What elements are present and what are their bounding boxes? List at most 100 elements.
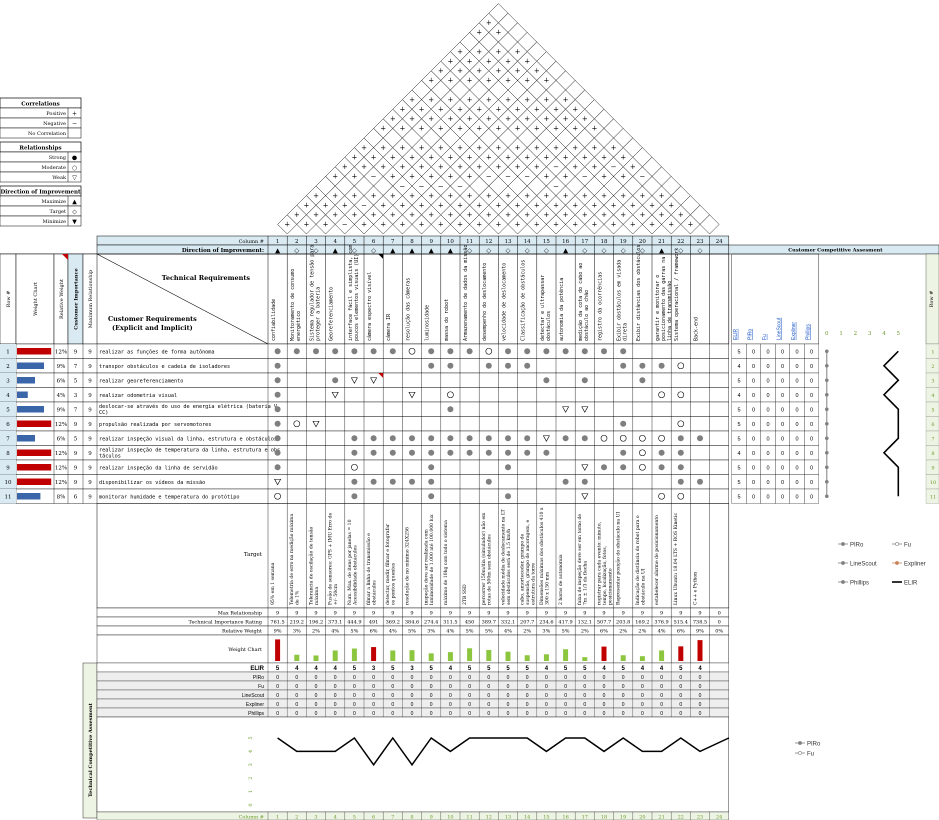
- relative-weight-value: 2%: [523, 629, 531, 635]
- roof-positive: +: [505, 154, 511, 162]
- tech-assessment-name: Phillips: [248, 711, 264, 717]
- comp-value: 5: [738, 495, 741, 501]
- tech-assessment-value: 0: [564, 693, 567, 699]
- comp-value: 0: [767, 437, 770, 443]
- relative-weight-value: 4%: [446, 629, 454, 635]
- strong-relationship: [428, 478, 435, 485]
- tech-assessment-value: 0: [603, 693, 606, 699]
- strong-relationship: [428, 449, 435, 456]
- max-relationship: 9: [88, 451, 92, 457]
- roof-positive: +: [476, 67, 482, 75]
- comp-value: 0: [810, 437, 813, 443]
- technical-importance-value: 450: [465, 620, 475, 626]
- roof-positive: +: [294, 211, 300, 219]
- comp-value: 0: [781, 379, 784, 385]
- relative-weight-value: 5%: [466, 629, 474, 635]
- roof-negative: −: [553, 182, 559, 190]
- roof-positive: +: [303, 202, 309, 210]
- roof-positive: +: [313, 211, 319, 219]
- comp-value: 0: [781, 364, 784, 370]
- tech-weight-bar: [486, 649, 492, 661]
- roof-positive: +: [486, 77, 492, 85]
- target-value: resolução de no mínimo 324X256: [403, 527, 410, 605]
- left-header-maximum_relationship: Maximum Relationship: [88, 270, 94, 329]
- row-number-cell: [0, 431, 16, 446]
- zero-assessment-point: [825, 465, 829, 470]
- tech-weight-bar: [371, 647, 377, 661]
- roof-positive: +: [639, 211, 645, 219]
- moderate-relationship: [274, 492, 281, 500]
- column-footer-row: [96, 811, 729, 820]
- right-row-number: 7: [931, 437, 934, 443]
- technical-requirements-title: Technical Requirements: [162, 274, 251, 282]
- roof-positive: +: [534, 163, 540, 171]
- weight-bar: [17, 391, 28, 398]
- direction-symbol: ◇: [352, 247, 357, 255]
- roof-positive: +: [582, 192, 588, 200]
- roof-positive: +: [380, 221, 386, 229]
- relative-weight: 12%: [55, 451, 67, 457]
- strong-relationship: [581, 435, 588, 442]
- max-relationship: 9: [88, 393, 92, 399]
- tech-requirement-label: Sistema operacional / framework: [674, 248, 680, 341]
- strong-relationship: [658, 464, 665, 471]
- weight-bar: [17, 362, 44, 369]
- target-value: luminosidade de 1.000 até 100.000 lux: [428, 514, 435, 605]
- roof-positive: +: [390, 173, 396, 181]
- strong-relationship: [620, 420, 627, 427]
- relative-weight: 6%: [57, 379, 66, 385]
- tech-requirement-label: Sistema regulador de tensão para: [309, 245, 315, 341]
- relative-weight-value: 6%: [600, 629, 608, 635]
- column-footer-number: 16: [562, 815, 568, 820]
- tech-weight-bar: [678, 646, 684, 661]
- customer-assessment-title: Customer Competitive Assesment: [788, 248, 883, 254]
- strong-relationship: [543, 377, 550, 384]
- direction-symbol: ◇: [602, 247, 607, 255]
- tech-assessment-value: 0: [430, 675, 433, 681]
- roof-positive: +: [534, 67, 540, 75]
- tech-assessment-value: 0: [353, 702, 356, 708]
- max-relationship-value: 9: [372, 611, 375, 617]
- roof-positive: +: [630, 221, 636, 229]
- technical-importance-value: 507.7: [597, 620, 611, 626]
- roof-positive: +: [534, 202, 540, 210]
- column-number: 12: [485, 239, 492, 245]
- tech-assessment-value: 0: [295, 684, 298, 690]
- target-value: +/- 50cm: [333, 583, 339, 605]
- tech-requirement-label: obstáculos: [545, 311, 552, 341]
- roof-negative: −: [342, 221, 348, 229]
- moderate-relationship: [639, 463, 646, 471]
- tech-assessment-value: 0: [353, 684, 356, 690]
- roof-positive: +: [409, 115, 415, 123]
- tech-assessment-value: 0: [315, 675, 318, 681]
- strong-relationship: [505, 435, 511, 442]
- correlations-legend-label: No Correlation: [28, 131, 67, 137]
- roof-positive: +: [457, 144, 463, 152]
- tech-assessment-value: 0: [583, 693, 586, 699]
- tech-requirement-label: posicionamento das garras na: [661, 257, 667, 341]
- tech-requirement-label: resolução das câmeras: [404, 278, 411, 341]
- comp-value: 0: [752, 379, 755, 385]
- right-row-number: 3: [931, 379, 934, 385]
- column-number: 8: [410, 239, 414, 245]
- roof-positive: +: [351, 211, 357, 219]
- relationships-legend-label: Strong: [49, 155, 67, 161]
- row-number-cell: [0, 474, 16, 489]
- strong-relationship: [428, 362, 435, 369]
- row-number: 4: [6, 393, 10, 399]
- roof-positive: +: [486, 115, 492, 123]
- roof-positive: +: [659, 192, 665, 200]
- tech-requirement-label: Georeferenciamento: [329, 287, 335, 341]
- moderate-relationship: [677, 492, 685, 500]
- roof-positive: +: [524, 154, 530, 162]
- column-number: 18: [601, 239, 608, 245]
- relative-weight-value: 6%: [370, 629, 378, 635]
- zero-assessment-point: [825, 363, 829, 368]
- max-relationship-value: 9: [564, 611, 567, 617]
- technical-importance-value: 234.6: [539, 620, 553, 626]
- roof-positive: +: [524, 192, 530, 200]
- tech-assessment-value: 0: [641, 684, 644, 690]
- zero-assessment-point: [825, 407, 829, 412]
- technical-importance-label: Technical Importance Rating: [189, 620, 263, 626]
